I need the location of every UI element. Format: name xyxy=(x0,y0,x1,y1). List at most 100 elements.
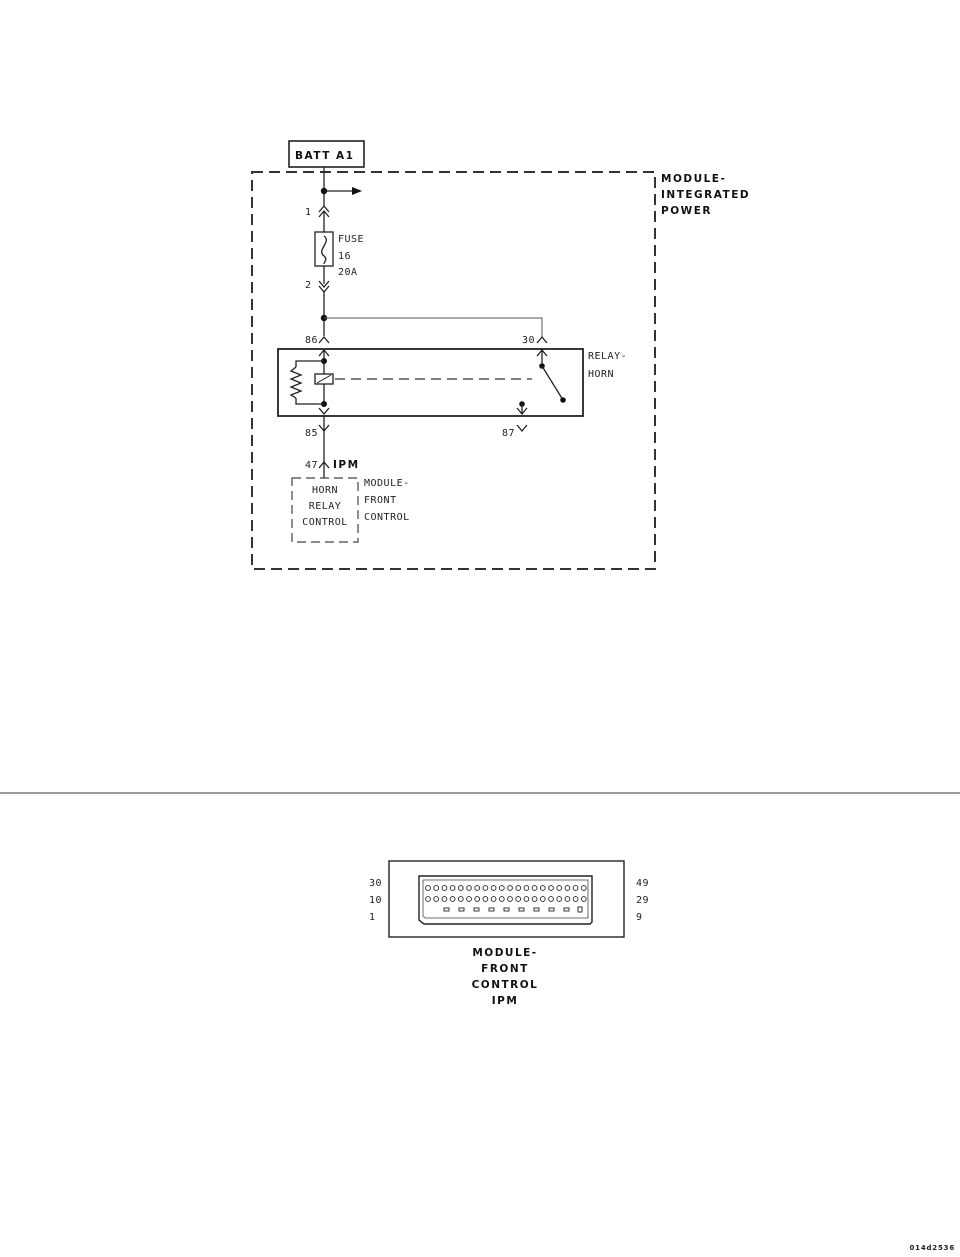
connector-view: 30 10 1 49 29 9 MODULE- FRONT CONTROL IP… xyxy=(369,860,649,1007)
fuse-label-1: FUSE xyxy=(338,234,364,245)
module-integrated-power-border xyxy=(251,171,656,570)
pin-cavity xyxy=(539,885,546,891)
left-pin-30-label: 30 xyxy=(369,878,382,889)
pin-cavity xyxy=(490,896,497,902)
connector-caption-4: IPM xyxy=(492,995,519,1007)
pin-cavity xyxy=(466,896,472,902)
connector-pin-30-icon xyxy=(536,335,548,344)
pin-cavity xyxy=(531,885,538,891)
coil-resistor-loop xyxy=(295,360,324,405)
pin-cavity xyxy=(564,885,571,891)
relay-horn-label-1: RELAY- xyxy=(588,351,627,362)
connector-pin-86-icon xyxy=(318,335,330,344)
control-box-label-3: CONTROL xyxy=(302,517,348,528)
horn-relay-schematic: BATT A1 MODULE- INTEGRATED POWER 1 FUSE … xyxy=(251,140,749,570)
pin-cavity xyxy=(433,896,440,902)
batt-a1-box xyxy=(288,140,365,168)
pin-cavity xyxy=(580,885,587,891)
fuse-label-2: 16 xyxy=(338,251,351,262)
document-code: 014d2536 xyxy=(909,1244,955,1252)
pin-cavity xyxy=(488,907,495,912)
branch-arrow-icon xyxy=(352,187,362,195)
pin-cavity xyxy=(443,907,450,912)
pin-47-label: 47 xyxy=(305,460,318,471)
pin-2-label: 2 xyxy=(305,280,312,291)
fuse-element-icon xyxy=(321,235,327,265)
pin-cavity xyxy=(425,885,431,891)
pin-cavity xyxy=(580,896,587,902)
pin-86-label: 86 xyxy=(305,335,318,346)
pin-87-label: 87 xyxy=(502,428,515,439)
pin-cavity xyxy=(473,907,480,912)
pin-cavity xyxy=(441,885,448,891)
connector-pin-cavities xyxy=(425,885,587,913)
module-front-control-label-2: FRONT xyxy=(364,495,397,506)
pin-cavity xyxy=(498,896,505,902)
left-pin-1-label: 1 xyxy=(369,912,376,923)
pin-cavity xyxy=(466,885,472,891)
connector-caption-2: FRONT xyxy=(481,963,529,975)
pin-cavity xyxy=(490,885,497,891)
connector-pin-87-inner-icon xyxy=(516,407,528,416)
pin-cavity xyxy=(548,885,554,891)
relay-horn-label-2: HORN xyxy=(588,369,614,380)
pin-cavity xyxy=(539,896,546,902)
pin-cavity xyxy=(457,896,464,902)
pin-cavity xyxy=(515,885,522,891)
pin-cavity xyxy=(548,896,554,902)
pin-cavity xyxy=(482,896,489,902)
pin-30-label: 30 xyxy=(522,335,535,346)
pin-cavity xyxy=(531,896,538,902)
pin-cavity xyxy=(523,885,530,891)
pin-cavity xyxy=(577,906,583,913)
pin-cavity xyxy=(482,885,489,891)
pin-cavity xyxy=(507,896,513,902)
pin-cavity xyxy=(556,896,563,902)
pin-cavity xyxy=(425,896,431,902)
pin-cavity xyxy=(563,907,570,912)
pin-cavity xyxy=(458,907,465,912)
pin-cavity xyxy=(498,885,505,891)
module-front-control-label-1: MODULE- xyxy=(364,478,410,489)
control-box-label-2: RELAY xyxy=(309,501,342,512)
connector-pin-87-icon xyxy=(516,424,528,433)
module-front-control-label-3: CONTROL xyxy=(364,512,410,523)
pin-1-label: 1 xyxy=(305,207,312,218)
coil-resistor-icon xyxy=(289,366,303,399)
connector-pin-47-icon xyxy=(318,460,330,469)
pin-cavity xyxy=(556,885,563,891)
pin-cavity xyxy=(515,896,522,902)
connector-pin-85-inner-icon xyxy=(318,407,330,416)
pin-cavity xyxy=(572,885,579,891)
pin-30-feed-wire xyxy=(324,317,543,338)
pin-cavity xyxy=(474,885,481,891)
pin-cavity xyxy=(433,885,440,891)
batt-a1-label: BATT A1 xyxy=(295,150,354,162)
control-box-label-1: HORN xyxy=(312,485,338,496)
pin-cavity xyxy=(564,896,571,902)
right-pin-29-label: 29 xyxy=(636,895,649,906)
pin-cavity xyxy=(441,896,448,902)
pin-cavity xyxy=(518,907,525,912)
module-integrated-power-label-1: MODULE- xyxy=(661,173,726,185)
pin-cavity xyxy=(474,896,481,902)
horn-relay-control-box xyxy=(291,477,359,543)
pin-cavity xyxy=(507,885,513,891)
connector-caption-1: MODULE- xyxy=(472,947,537,959)
pin-cavity xyxy=(503,907,510,912)
pin-cavity xyxy=(548,907,555,912)
pin-cavity xyxy=(457,885,464,891)
pin-cavity xyxy=(533,907,540,912)
pin-85-label: 85 xyxy=(305,428,318,439)
module-integrated-power-label-3: POWER xyxy=(661,205,712,217)
pin-cavity xyxy=(572,896,579,902)
pin-cavity xyxy=(523,896,530,902)
fuse-label-3: 20A xyxy=(338,267,358,278)
pin-cavity xyxy=(449,885,456,891)
fuse-16-box xyxy=(314,231,334,267)
pin-cavity xyxy=(449,896,456,902)
right-pin-9-label: 9 xyxy=(636,912,643,923)
connector-caption-3: CONTROL xyxy=(472,979,539,991)
left-pin-10-label: 10 xyxy=(369,895,382,906)
